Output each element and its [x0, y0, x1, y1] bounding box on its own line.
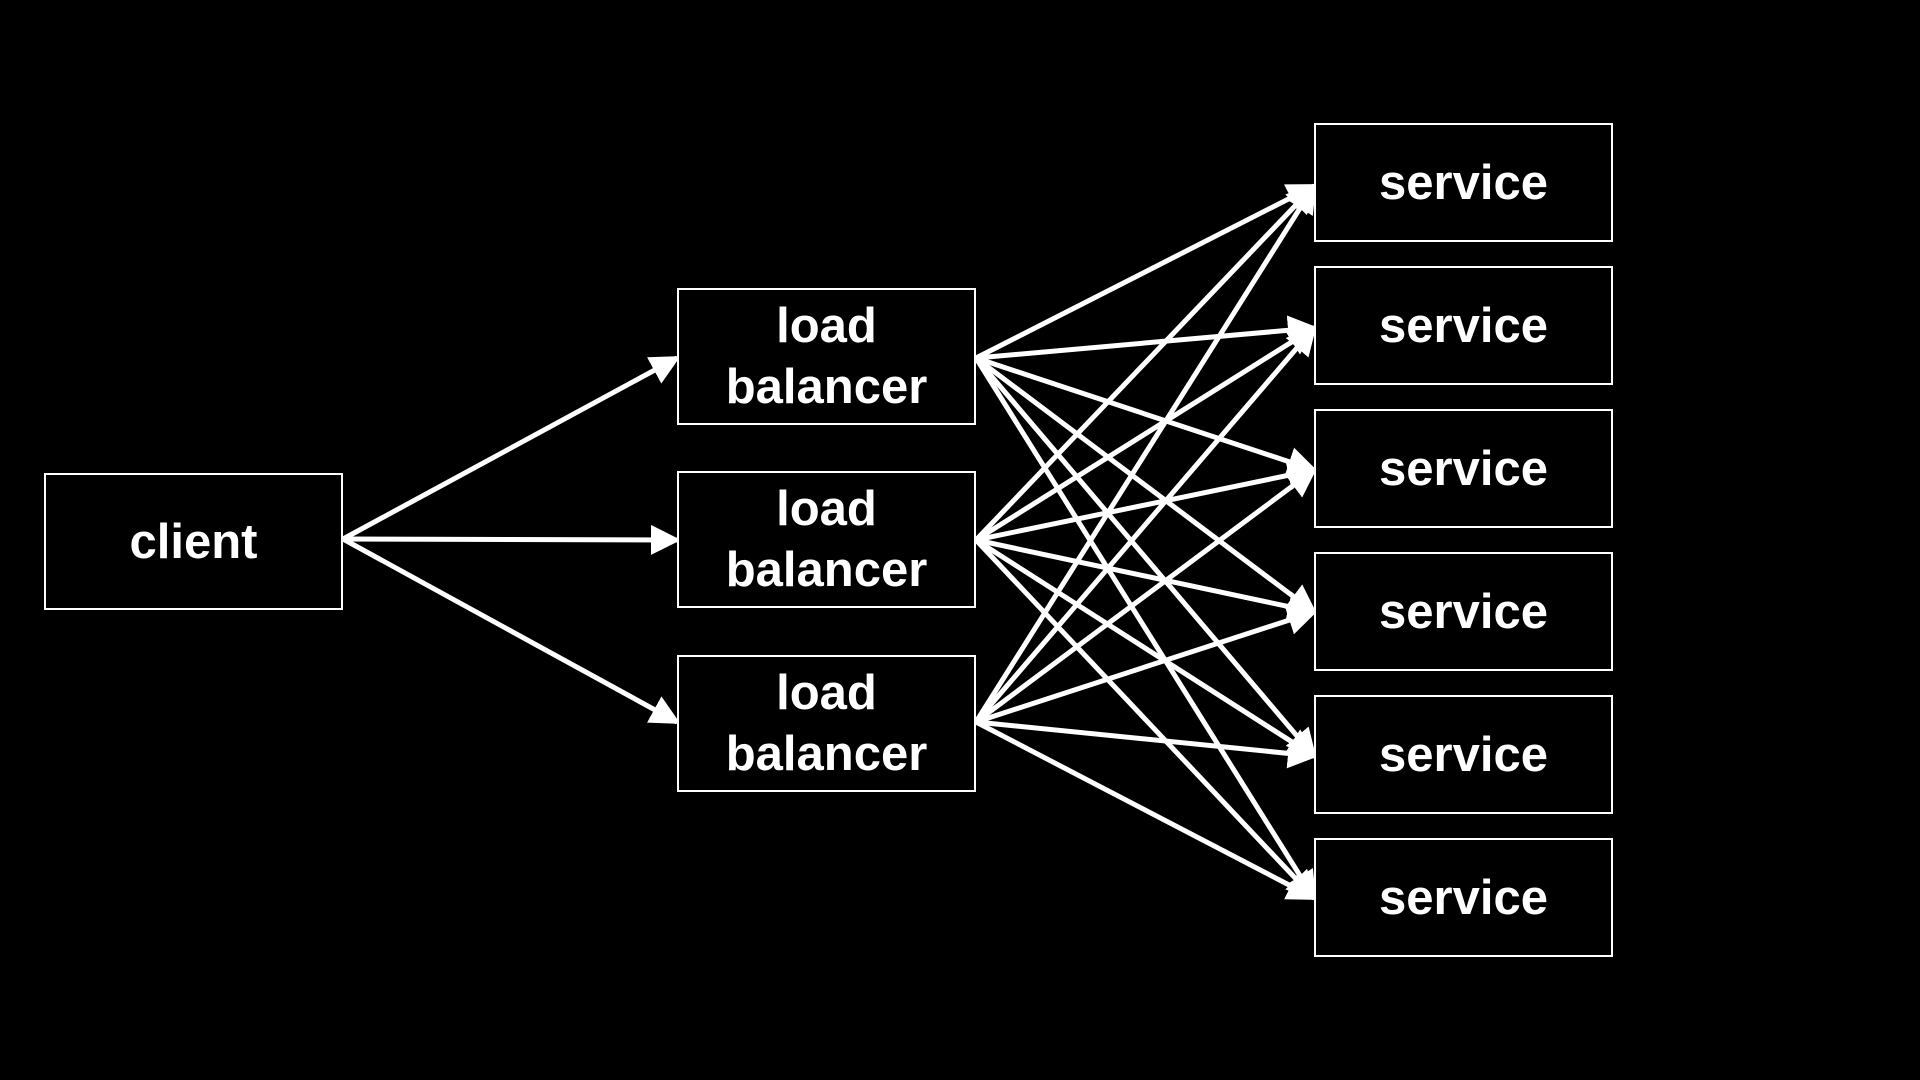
service-node-1: service [1314, 123, 1613, 242]
service-node-2: service [1314, 266, 1613, 385]
load-balancer-node-3: load balancer [677, 655, 976, 792]
edge-load-balancer-2-to-service-6 [974, 538, 1317, 901]
edge-client-to-load-balancer-2 [342, 524, 681, 555]
load-balancer-node-2: load balancer [677, 471, 976, 608]
load-balancer-label-line2: balancer [725, 542, 928, 597]
edge-load-balancer-3-to-service-1 [973, 182, 1317, 724]
load-balancer-label-line1: load [776, 298, 877, 353]
edge-client-to-load-balancer-1 [341, 355, 681, 542]
edge-load-balancer-3-to-service-6 [974, 719, 1318, 901]
edge-client-to-load-balancer-3 [341, 536, 681, 725]
edge-load-balancer-1-to-service-3 [975, 355, 1318, 477]
edge-load-balancer-2-to-service-2 [974, 325, 1318, 543]
edge-load-balancer-3-to-service-5 [975, 719, 1318, 769]
edge-load-balancer-3-to-service-4 [975, 605, 1318, 725]
edge-load-balancer-3-to-service-3 [974, 467, 1318, 725]
edge-load-balancer-2-to-service-5 [974, 537, 1318, 759]
service-node-3: service [1314, 409, 1613, 528]
service-label: service [1379, 870, 1548, 925]
service-node-5: service [1314, 695, 1613, 814]
edge-load-balancer-2-to-service-3 [975, 460, 1318, 543]
edge-load-balancer-1-to-service-2 [975, 315, 1318, 361]
load-balancer-node-1: load balancer [677, 288, 976, 425]
service-node-6: service [1314, 838, 1613, 957]
load-balancer-label-line2: balancer [725, 359, 928, 414]
service-label: service [1379, 298, 1548, 353]
edge-load-balancer-1-to-service-1 [974, 183, 1318, 361]
load-balancer-label-line2: balancer [725, 726, 928, 781]
edge-load-balancer-1-to-service-5 [974, 356, 1317, 760]
service-label: service [1379, 155, 1548, 210]
client-node: client [44, 473, 343, 610]
client-label: client [129, 514, 258, 569]
edge-load-balancer-1-to-service-4 [974, 356, 1318, 615]
load-balancer-label-line1: load [776, 481, 877, 536]
service-node-4: service [1314, 552, 1613, 671]
edge-load-balancer-2-to-service-4 [975, 537, 1318, 622]
edge-load-balancer-2-to-service-1 [974, 183, 1317, 542]
service-label: service [1379, 727, 1548, 782]
load-balancer-label-line1: load [776, 665, 877, 720]
edge-load-balancer-3-to-service-2 [974, 324, 1317, 724]
edge-load-balancer-1-to-service-6 [973, 356, 1317, 902]
service-label: service [1379, 441, 1548, 496]
service-label: service [1379, 584, 1548, 639]
